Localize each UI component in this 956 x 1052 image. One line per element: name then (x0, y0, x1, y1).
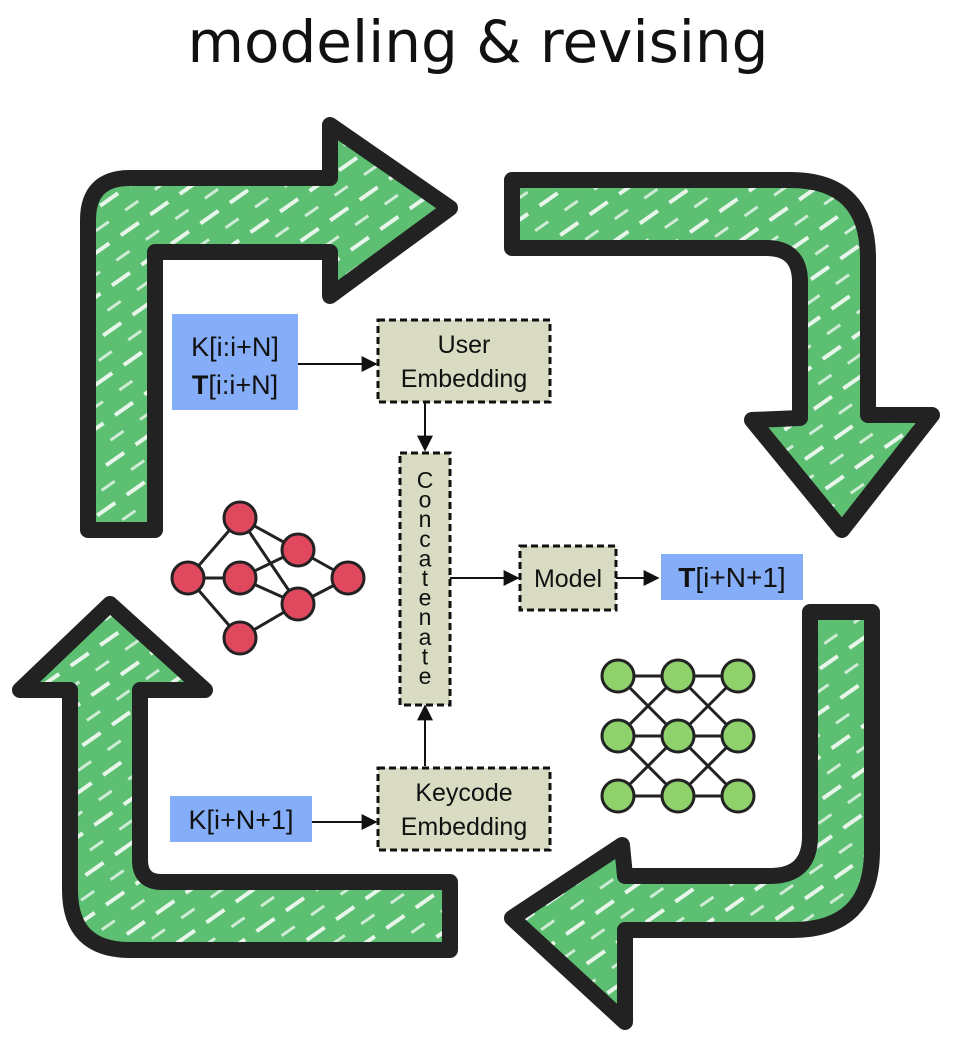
cycle-arrow-bottom-right-icon (504, 604, 880, 1030)
red-neural-network-icon (170, 500, 366, 656)
concatenate-letter: n (419, 506, 432, 532)
user-embedding-block: User Embedding (376, 318, 552, 404)
keycode-embedding-line2: Embedding (401, 813, 527, 841)
concatenate-letter: a (419, 624, 432, 650)
keycode-input-box: K[i+N+1] (170, 796, 312, 842)
output-label: [i+N+1] (695, 562, 785, 593)
concatenate-letter: e (419, 663, 432, 689)
cycle-arrow-top-left-icon (80, 117, 458, 538)
concatenate-letter: t (422, 643, 429, 669)
keycode-label: K[i+N+1] (188, 805, 293, 835)
concatenate-letter: c (419, 526, 431, 552)
concatenate-letter: n (419, 604, 432, 630)
model-block: Model (518, 544, 618, 612)
svg-text:T[i:i+N]: T[i:i+N] (192, 370, 278, 400)
cycle-arrow-bottom-left-icon (12, 596, 458, 958)
user-embedding-line1: User (438, 331, 491, 359)
green-neural-network-icon (600, 658, 756, 814)
keycode-embedding-block: Keycode Embedding (376, 766, 552, 852)
user-t-label: [i:i+N] (208, 370, 278, 400)
cycle-arrow-top-right-icon (504, 172, 940, 538)
output-box: T[i+N+1] (661, 554, 803, 600)
concatenate-letter: o (419, 487, 432, 513)
user-k-label: K[i:i+N] (191, 332, 279, 362)
concatenate-letter: e (419, 585, 432, 611)
keycode-embedding-line1: Keycode (415, 779, 512, 807)
diagram-title: modeling & revising (187, 8, 769, 76)
user-embedding-line2: Embedding (401, 365, 527, 393)
user-input-box: K[i:i+N] T[i:i+N] (172, 314, 298, 410)
concatenate-letter: t (422, 565, 429, 591)
output-bold-label: T (678, 562, 695, 593)
concatenate-letter: C (417, 467, 434, 493)
svg-text:T[i+N+1]: T[i+N+1] (678, 562, 785, 593)
model-label: Model (534, 565, 602, 593)
concatenate-letter: a (419, 545, 432, 571)
user-t-bold-label: T (192, 370, 209, 400)
